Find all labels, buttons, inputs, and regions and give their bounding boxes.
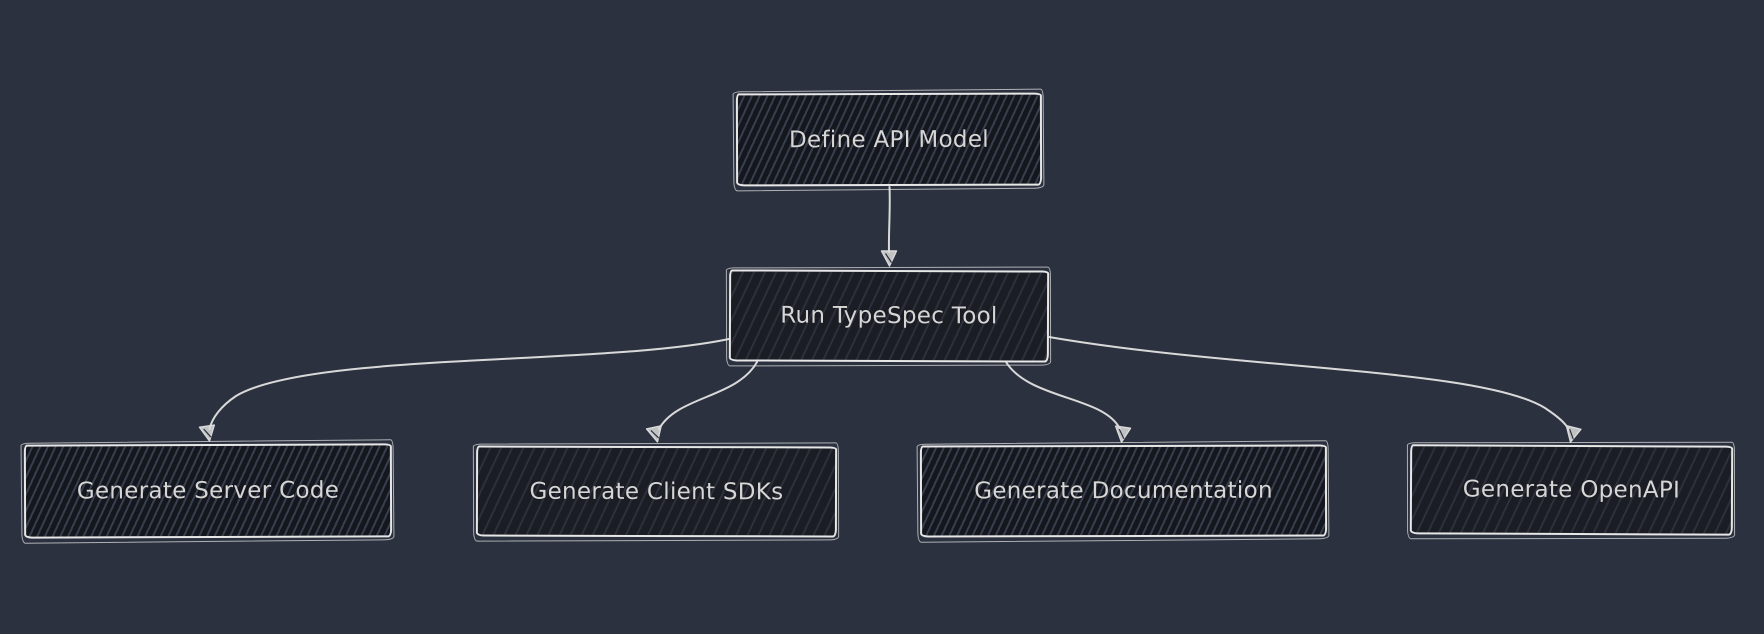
node-generate-client-sdks: Generate Client SDKs xyxy=(475,445,838,538)
node-label: Generate OpenAPI xyxy=(1462,476,1681,504)
node-generate-documentation: Generate Documentation xyxy=(919,444,1328,538)
node-run-typespec-tool: Run TypeSpec Tool xyxy=(728,269,1050,363)
node-label: Run TypeSpec Tool xyxy=(780,302,998,330)
edge-define-to-run xyxy=(887,186,891,253)
node-label: Generate Documentation xyxy=(974,477,1273,505)
node-generate-openapi: Generate OpenAPI xyxy=(1409,444,1734,536)
arrowhead-icon xyxy=(198,424,216,442)
arrowhead-icon xyxy=(880,250,898,267)
arrowhead-icon xyxy=(1114,425,1132,443)
node-define-api-model: Define API Model xyxy=(735,92,1043,187)
edge-run-to-openapi xyxy=(1048,336,1570,431)
arrowhead-icon xyxy=(645,425,662,443)
node-label: Define API Model xyxy=(788,126,990,153)
node-generate-server-code: Generate Server Code xyxy=(23,443,393,539)
arrowhead-icon xyxy=(1565,424,1582,443)
edge-run-to-client-sdks xyxy=(658,361,758,430)
edge-run-to-documentation xyxy=(1005,361,1121,430)
edge-run-to-server-code xyxy=(208,338,730,430)
node-label: Generate Server Code xyxy=(76,477,340,505)
node-label: Generate Client SDKs xyxy=(529,478,784,505)
